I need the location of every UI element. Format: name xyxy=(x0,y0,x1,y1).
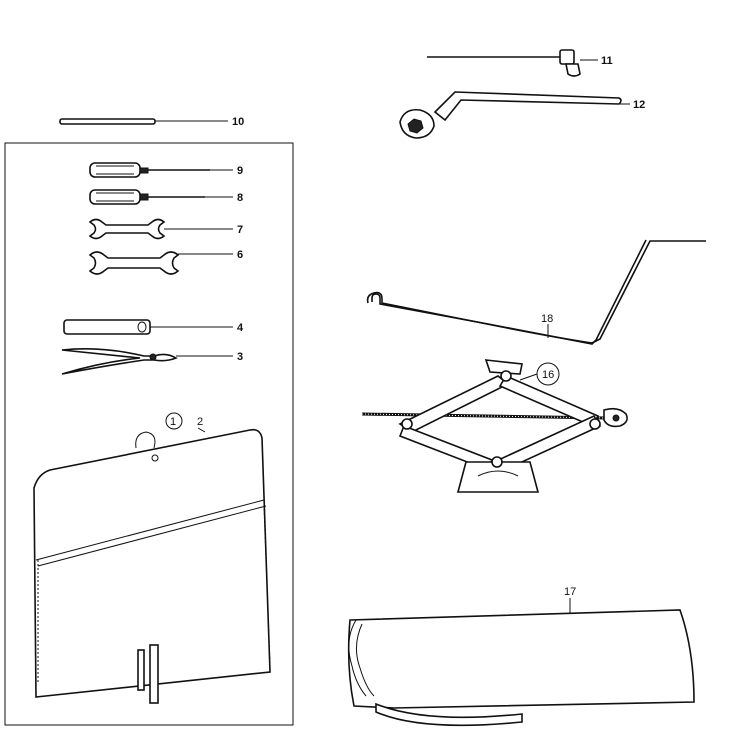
label-2: 2 xyxy=(197,416,203,428)
label-7: 7 xyxy=(237,224,243,236)
wheel-nut-wrench-part xyxy=(399,91,630,139)
circle-label-1 xyxy=(165,412,183,430)
label-16: 16 xyxy=(542,369,554,381)
small-wrench-part xyxy=(88,218,233,240)
tommy-bar-part xyxy=(59,118,228,125)
tool-bag-part xyxy=(33,427,271,704)
pliers-part xyxy=(61,348,233,375)
label-8: 8 xyxy=(237,192,243,204)
label-10: 10 xyxy=(232,116,244,128)
label-9: 9 xyxy=(237,165,243,177)
tube-socket-part xyxy=(63,319,233,335)
label-6: 6 xyxy=(237,249,243,261)
label-1: 1 xyxy=(170,416,176,428)
tool-kit-frame xyxy=(4,142,294,726)
label-11: 11 xyxy=(601,55,613,67)
label-4: 4 xyxy=(237,322,244,334)
phillips-screwdriver-part xyxy=(89,189,233,205)
flat-screwdriver-part xyxy=(89,162,233,178)
label-17: 17 xyxy=(564,586,576,598)
jack-crank-handle-part xyxy=(366,239,706,345)
label-3: 3 xyxy=(237,351,243,363)
spark-plug-wrench-part xyxy=(427,49,598,77)
label-12: 12 xyxy=(633,99,645,111)
scissor-jack-part xyxy=(361,359,628,493)
large-wrench-part xyxy=(88,251,233,275)
label-18: 18 xyxy=(541,313,553,325)
jack-bag-part xyxy=(347,598,695,727)
